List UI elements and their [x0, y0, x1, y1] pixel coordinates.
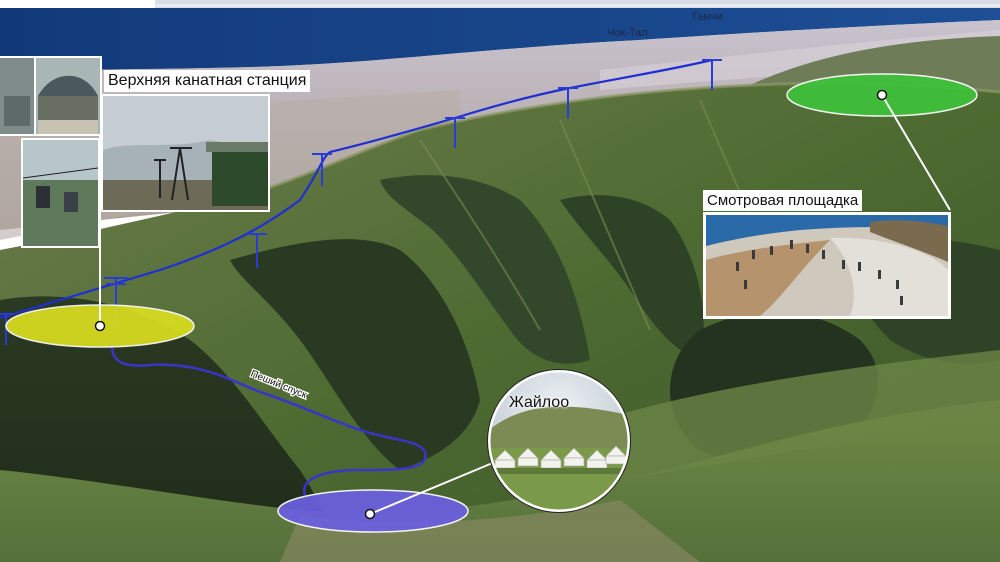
upper-station-photos	[0, 56, 270, 248]
center-right-slope	[560, 195, 704, 360]
viewing-platform-marker[interactable]	[876, 89, 888, 101]
gully-1	[419, 139, 541, 331]
top-bar	[0, 0, 155, 8]
photo-platform-visitors	[736, 240, 903, 305]
jailoo-leader	[369, 461, 496, 515]
photo-cabin-1	[36, 186, 50, 208]
tower-6	[702, 59, 722, 90]
photo-cable	[22, 167, 99, 179]
tower-5	[558, 87, 578, 118]
place-chok-tal: Чок-Тал	[607, 27, 648, 39]
place-tamchi: Тамчи	[691, 11, 723, 23]
dirt-road-area	[280, 500, 700, 562]
photo-cabins-sky	[23, 140, 98, 180]
tower-0	[0, 313, 14, 345]
photo-interior-wall	[4, 96, 30, 126]
photo-platform-hill	[870, 220, 948, 262]
viewing-platform-leader	[881, 94, 951, 211]
tower-4	[445, 117, 465, 148]
tower-3	[312, 153, 332, 186]
upper-station-label: Верхняя канатная станция	[104, 70, 311, 92]
jailoo-marker[interactable]	[364, 508, 376, 520]
photo-ground	[38, 120, 98, 134]
jailoo-photo-frame	[487, 369, 631, 513]
meadow-slope	[600, 350, 1000, 480]
photo-tower-structures	[154, 147, 192, 201]
tower-2	[247, 233, 267, 268]
jailoo-label: Жайлоо	[509, 394, 570, 411]
photo-dome	[38, 75, 98, 96]
center-slope	[380, 175, 590, 364]
cable-towers	[0, 59, 722, 345]
top-bar-line	[155, 4, 1000, 7]
hiking-trail	[110, 339, 427, 496]
jailoo-photo	[487, 369, 631, 513]
jailoo-photo-outline	[487, 369, 631, 513]
lake	[0, 8, 1000, 72]
center-left-slope	[230, 239, 480, 470]
photo-platform-rim	[706, 240, 830, 316]
viewing-platform-label: Смотровая площадка	[703, 190, 863, 211]
photo-station-building	[212, 148, 268, 206]
upper-station-marker[interactable]	[94, 320, 106, 332]
photo-platform-pavement	[830, 237, 948, 316]
photo-building	[38, 96, 98, 120]
meadow-foreground	[0, 400, 1000, 562]
photo-station-roof	[206, 142, 268, 152]
viewing-platform-photo	[703, 212, 951, 319]
gully-2	[559, 119, 651, 331]
photo-cabin-2	[64, 192, 78, 212]
